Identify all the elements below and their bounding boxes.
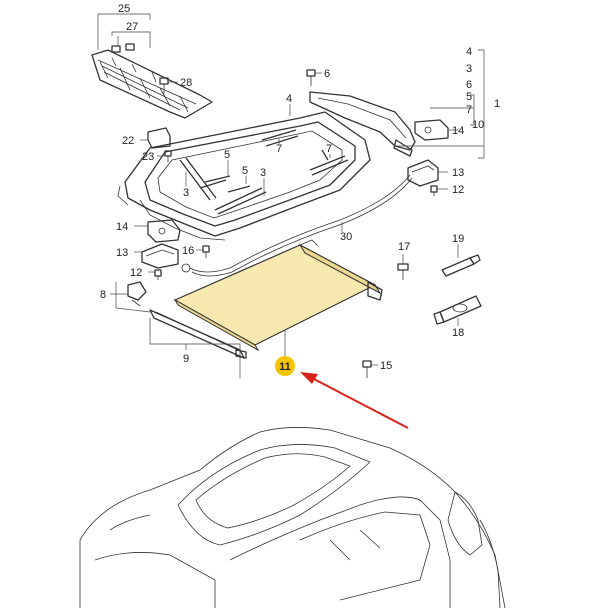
car-body	[79, 427, 506, 608]
label-5a: 5	[224, 149, 230, 161]
screw-16	[202, 245, 210, 258]
label-r5: 5	[466, 91, 472, 103]
clips-27	[111, 43, 135, 53]
label-6: 6	[324, 68, 330, 80]
bracket-left	[147, 219, 181, 243]
tube-19	[441, 254, 481, 277]
label-3b: 3	[260, 167, 266, 179]
label-r4: 4	[466, 46, 472, 58]
screw-6	[306, 69, 316, 86]
part-11-label: 11	[279, 361, 291, 373]
label-r3: 3	[466, 63, 472, 75]
part-11-badge: 11	[275, 356, 295, 376]
label-19: 19	[452, 233, 464, 245]
front-cross-member	[309, 91, 416, 157]
screw-23	[164, 150, 172, 162]
label-12-right: 12	[452, 184, 464, 196]
label-18: 18	[452, 327, 464, 339]
label-23: 23	[142, 151, 154, 163]
leader-lines	[97, 13, 485, 378]
drive-cables	[181, 174, 413, 277]
pointer-arrow	[300, 372, 409, 429]
label-7a: 7	[276, 143, 282, 155]
label-14-left: 14	[116, 221, 128, 233]
label-27: 27	[126, 21, 138, 33]
label-14-right: 14	[452, 125, 464, 137]
roof-frame	[117, 111, 371, 241]
label-7b: 7	[326, 143, 332, 155]
guide-rails	[179, 129, 349, 215]
label-3a: 3	[183, 187, 189, 199]
screw-15	[362, 360, 372, 378]
label-r6: 6	[466, 79, 472, 91]
label-r7: 7	[466, 104, 472, 116]
sunshade	[173, 239, 383, 352]
bracket-right	[414, 119, 449, 141]
label-17: 17	[398, 241, 410, 253]
label-30: 30	[340, 231, 352, 243]
tube-18	[433, 295, 482, 325]
label-r1: 1	[494, 98, 500, 110]
label-22: 22	[122, 135, 134, 147]
label-12-left: 12	[130, 267, 142, 279]
label-28: 28	[180, 77, 192, 89]
motor-left	[141, 243, 179, 269]
label-15: 15	[380, 360, 392, 372]
label-25: 25	[118, 3, 130, 15]
wind-deflector	[91, 49, 213, 119]
label-5b: 5	[242, 165, 248, 177]
label-9: 9	[183, 353, 189, 365]
label-13-left: 13	[116, 247, 128, 259]
screw-12-left	[154, 269, 162, 280]
callout-labels: 25 27 28 6 4 4 3 6 5 7 10 1 14 22 23 7 5…	[100, 3, 500, 372]
part-8	[127, 281, 147, 307]
screw-12-right	[430, 185, 438, 196]
label-8: 8	[100, 289, 106, 301]
label-13-right: 13	[452, 167, 464, 179]
motor-right	[407, 159, 439, 187]
label-16: 16	[182, 245, 194, 257]
label-4-top: 4	[286, 93, 292, 105]
label-r10: 10	[472, 119, 484, 131]
screw-17	[397, 263, 409, 280]
screw-28	[159, 77, 169, 94]
